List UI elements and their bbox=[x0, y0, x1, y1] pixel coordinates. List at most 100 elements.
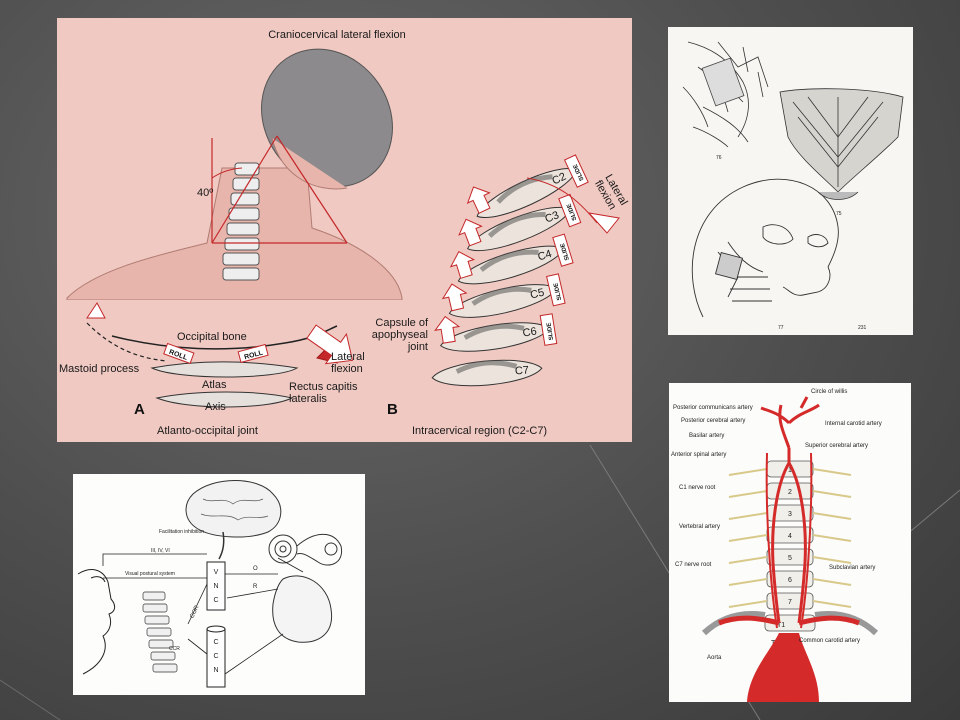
nerve-root bbox=[728, 534, 852, 542]
vertebra: C7 bbox=[431, 359, 543, 387]
vertebra-level-label: C7 bbox=[514, 364, 529, 377]
slide-tag bbox=[539, 313, 558, 346]
o-label: O bbox=[253, 566, 258, 572]
nerve-root bbox=[728, 490, 852, 498]
slide-tag bbox=[558, 193, 582, 228]
roll-right-label: ROLL bbox=[244, 349, 265, 361]
figure-title: Craniocervical lateral flexion bbox=[268, 29, 406, 41]
circle-willis-label: Circle of willis bbox=[811, 389, 847, 395]
superior-cereb-label: Superior cerebral artery bbox=[805, 443, 868, 449]
nerve-root bbox=[728, 512, 852, 520]
vertebra-level-label: C3 bbox=[543, 209, 560, 225]
fig-76-number: 76 bbox=[716, 155, 722, 161]
c7-root-label: C7 nerve root bbox=[675, 562, 712, 568]
craniocervical-flexion-figure: Craniocervical lateral flexion 40º bbox=[57, 18, 632, 442]
vertebra: C3 SLIDE bbox=[458, 193, 582, 252]
slide-label: SLIDE bbox=[560, 242, 571, 261]
r-label: R bbox=[253, 584, 258, 590]
vnc-letter: V bbox=[214, 569, 219, 576]
nerve-root bbox=[728, 600, 852, 608]
slide-label: SLIDE bbox=[553, 282, 563, 301]
vertebra: C5 SLIDE bbox=[441, 273, 566, 318]
occipital-bone-label: Occipital bone bbox=[177, 331, 247, 343]
glide-arrow bbox=[434, 315, 461, 344]
brain-icon bbox=[185, 480, 282, 538]
nerve-root bbox=[728, 468, 852, 476]
circle-of-willis bbox=[760, 396, 820, 449]
head-shape bbox=[261, 48, 393, 188]
face-profile bbox=[77, 569, 116, 675]
muscle-sketch-75 bbox=[779, 88, 904, 200]
mastoid-label: Mastoid process bbox=[59, 363, 140, 375]
right-vertebral-artery bbox=[787, 462, 807, 624]
right-common-carotid-artery bbox=[800, 452, 813, 629]
rib bbox=[814, 611, 879, 636]
aorta bbox=[747, 633, 819, 702]
ccr-label: CCR bbox=[169, 646, 180, 652]
caption-b: Intracervical region (C2-C7) bbox=[412, 425, 547, 437]
vnc-letter: N bbox=[213, 583, 218, 590]
aorta-label: Aorta bbox=[707, 655, 722, 661]
angle-label: 40º bbox=[197, 187, 213, 199]
caption-a: Atlanto-occipital joint bbox=[157, 425, 258, 437]
left-subclavian-artery bbox=[718, 615, 780, 626]
internal-carotid-label: Internal carotid artery bbox=[825, 421, 882, 427]
slide-label: SLIDE bbox=[566, 203, 578, 222]
vertebra-level-label: 6 bbox=[788, 577, 792, 584]
common-carotid-label: Common carotid artery bbox=[799, 638, 860, 644]
visual-label: Visual postural system bbox=[125, 571, 175, 577]
glide-arrow bbox=[449, 250, 476, 279]
cor-label: COR bbox=[189, 604, 200, 619]
glide-arrow bbox=[466, 186, 491, 214]
glide-arrow bbox=[441, 283, 468, 312]
vnc-letter: C bbox=[213, 597, 218, 604]
nerve-root bbox=[728, 556, 852, 564]
anterior-spinal-label: Anterior spinal artery bbox=[671, 452, 726, 458]
slide-tag bbox=[552, 233, 574, 267]
vertebra-level-label: C6 bbox=[522, 325, 538, 339]
ccn-letter: C bbox=[213, 653, 218, 660]
atlas-label: Atlas bbox=[202, 379, 227, 391]
fig-75-number: 75 bbox=[836, 211, 842, 217]
left-common-carotid-artery bbox=[765, 452, 778, 629]
fig-77-number: 77 bbox=[778, 325, 784, 331]
vertebra-level-label: 7 bbox=[788, 599, 792, 606]
vertebra-level-label: 4 bbox=[788, 533, 792, 540]
vestibular-ocular-figure: Facilitation inhibition V N C C C N bbox=[73, 474, 365, 695]
vertebral-artery-figure: 1234567T1T2 Circle of willis Posterior c… bbox=[669, 383, 911, 702]
basilar-label: Basilar artery bbox=[689, 433, 724, 439]
right-subclavian-artery bbox=[798, 615, 860, 626]
lateral-flexion-label-b: Lateralflexion bbox=[592, 172, 630, 213]
t1-label: T1 bbox=[777, 622, 785, 629]
page-number: 231 bbox=[858, 325, 867, 331]
ccn-letter: N bbox=[213, 667, 218, 674]
suboccipital-muscles-figure: 76 75 77 231 bbox=[668, 27, 913, 335]
left-vertebral-artery bbox=[771, 462, 791, 624]
vnc-box bbox=[206, 561, 226, 611]
facilitation-label: Facilitation inhibition bbox=[159, 529, 204, 535]
axis-label: Axis bbox=[205, 401, 226, 413]
slide-tag bbox=[563, 154, 589, 188]
post-cereb-label: Posterior cerebral artery bbox=[681, 418, 745, 424]
post-comm-label: Posterior communicans artery bbox=[673, 405, 753, 411]
cervical-spine bbox=[222, 162, 260, 281]
vertebra-level-label: 5 bbox=[788, 555, 792, 562]
slide-label: SLIDE bbox=[546, 322, 555, 340]
part-b-label: B bbox=[387, 401, 398, 418]
vertebra-level-label: 3 bbox=[788, 511, 792, 518]
atlanto-occipital-diagram: ROLL ROLL bbox=[86, 302, 354, 408]
inner-ear-icon bbox=[268, 533, 343, 566]
vertebra-level-label: C2 bbox=[550, 171, 568, 188]
subclavian-label: Subclavian artery bbox=[829, 565, 875, 571]
muscle-sketch-76 bbox=[682, 41, 769, 148]
vertebral-label: Vertebral artery bbox=[679, 524, 720, 530]
vertebra-level-label: 1 bbox=[788, 467, 792, 474]
vertebra-level-label: C5 bbox=[529, 287, 545, 302]
neck-spine-sketch bbox=[142, 591, 178, 673]
